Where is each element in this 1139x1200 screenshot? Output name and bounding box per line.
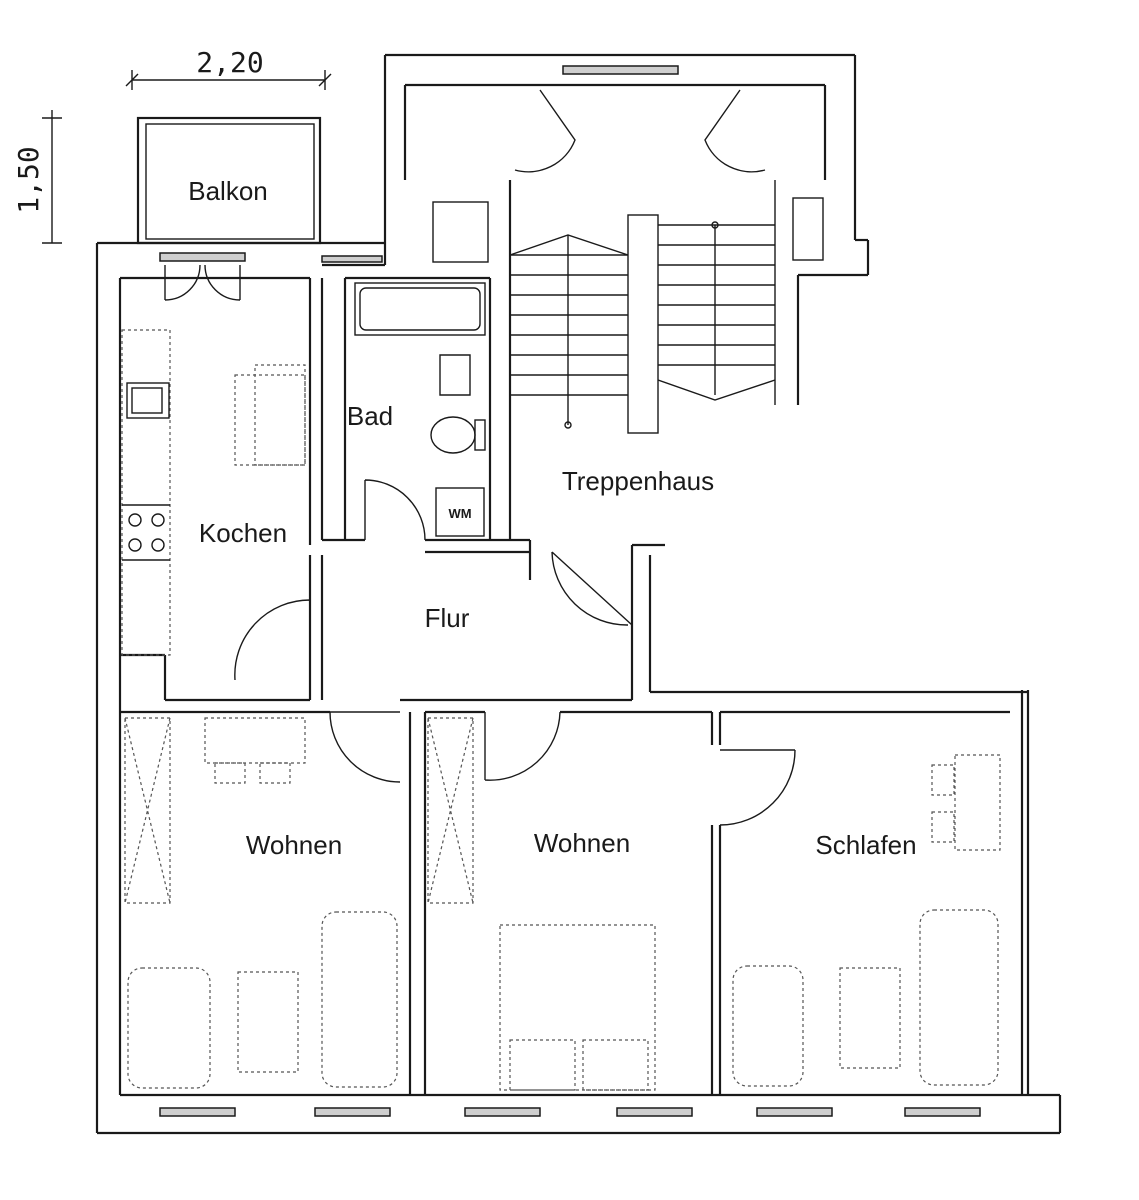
dimension-depth: 1,50 — [12, 110, 62, 244]
room-label-flur: Flur — [425, 603, 470, 633]
bathroom-fixtures: WM — [354, 282, 486, 537]
room-labels: Balkon Bad Treppenhaus Kochen Flur Wohne… — [188, 176, 916, 860]
staircase — [432, 180, 824, 434]
windows — [159, 65, 981, 1117]
room-label-bad: Bad — [347, 401, 393, 431]
interior-walls — [120, 180, 1028, 1095]
room-label-treppenhaus: Treppenhaus — [562, 466, 714, 496]
dimension-width-label: 2,20 — [196, 46, 263, 79]
kitchen-fixtures — [121, 329, 306, 656]
washing-machine — [435, 487, 485, 537]
room-label-schlafen: Schlafen — [815, 830, 916, 860]
dimension-depth-label: 1,50 — [12, 146, 45, 213]
room-label-wohnen-middle: Wohnen — [534, 828, 630, 858]
dimension-width: 2,20 — [125, 46, 332, 90]
outer-walls — [95, 53, 1062, 1135]
doors — [164, 89, 796, 826]
room-label-kochen: Kochen — [199, 518, 287, 548]
furniture — [124, 717, 1001, 1091]
washing-machine-label: WM — [448, 506, 471, 521]
room-label-wohnen-left: Wohnen — [246, 830, 342, 860]
room-label-balkon: Balkon — [188, 176, 268, 206]
